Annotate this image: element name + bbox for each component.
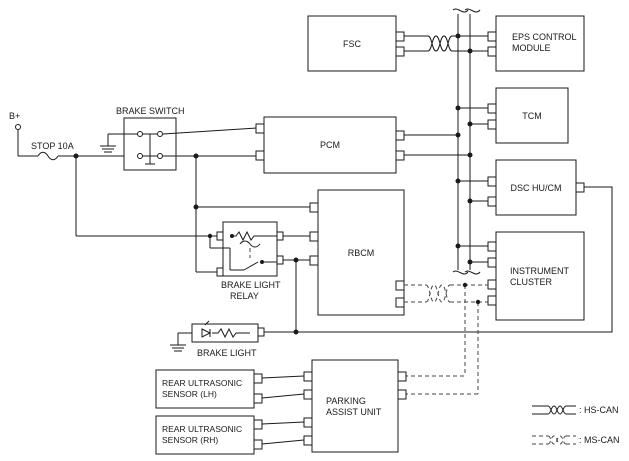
bulb-icon xyxy=(201,328,212,338)
pau-label-line2: ASSIST UNIT xyxy=(326,407,382,417)
rbcm-module: RBCM xyxy=(309,189,405,316)
legend-hs-can: : HS-CAN xyxy=(532,405,619,415)
hs-can-bus xyxy=(452,8,481,275)
relay-label-line2: RELAY xyxy=(230,291,259,301)
rbcm-label: RBCM xyxy=(348,248,375,258)
power-source: B+ STOP 10A xyxy=(9,111,223,237)
eps-can-wires xyxy=(455,33,488,54)
ic-label-line1: INSTRUMENT xyxy=(510,266,569,276)
fuse-label: STOP 10A xyxy=(31,141,74,151)
rear-ultrasonic-sensor-lh: REAR ULTRASONIC SENSOR (LH) xyxy=(155,369,305,409)
legend: : HS-CAN : MS-CAN xyxy=(532,405,620,445)
dsc-module: DSC HU/CM xyxy=(455,159,585,216)
legend-ms-can: : MS-CAN xyxy=(532,435,620,445)
ic-label-line2: CLUSTER xyxy=(510,277,553,287)
dsc-output-wire xyxy=(264,186,613,333)
bplus-label: B+ xyxy=(9,111,20,121)
rus-lh-label-line2: SENSOR (LH) xyxy=(162,389,217,399)
ms-can-wires xyxy=(404,282,488,395)
tcm-label: TCM xyxy=(522,111,542,121)
brake-light-relay: BRAKE LIGHT RELAY xyxy=(207,221,284,301)
rus-rh-label-line1: REAR ULTRASONIC xyxy=(162,424,242,434)
dsc-label: DSC HU/CM xyxy=(511,183,562,193)
pcm-label: PCM xyxy=(320,140,340,150)
relay-output-wires xyxy=(193,204,310,335)
rus-rh-label-line2: SENSOR (RH) xyxy=(162,435,218,445)
eps-label-line2: MODULE xyxy=(512,43,551,53)
fsc-can-wires xyxy=(404,35,470,52)
instrument-cluster: INSTRUMENT CLUSTER xyxy=(455,231,585,321)
relay-label-line1: BRAKE LIGHT xyxy=(221,280,281,290)
eps-label-line1: EPS CONTROL xyxy=(512,32,577,42)
brake-light-label: BRAKE LIGHT xyxy=(197,348,257,358)
switch-output-wires xyxy=(163,153,256,273)
rear-ultrasonic-sensor-rh: REAR ULTRASONIC SENSOR (RH) xyxy=(155,415,305,455)
fsc-label: FSC xyxy=(343,39,362,49)
pcm-module: PCM xyxy=(255,116,473,174)
legend-ms-label: : MS-CAN xyxy=(579,435,620,445)
fsc-module: FSC xyxy=(307,15,405,72)
eps-control-module: EPS CONTROL MODULE xyxy=(487,15,585,72)
fuse-icon xyxy=(37,151,59,161)
parking-assist-unit: PARKING ASSIST UNIT xyxy=(303,359,407,453)
brake-switch-label: BRAKE SWITCH xyxy=(116,106,185,116)
pau-label-line1: PARKING xyxy=(326,396,366,406)
tcm-module: TCM xyxy=(455,87,569,144)
brake-switch: BRAKE SWITCH xyxy=(100,106,257,171)
rus-lh-label-line1: REAR ULTRASONIC xyxy=(162,378,242,388)
legend-hs-label: : HS-CAN xyxy=(579,405,619,415)
brake-light: BRAKE LIGHT xyxy=(170,320,265,358)
